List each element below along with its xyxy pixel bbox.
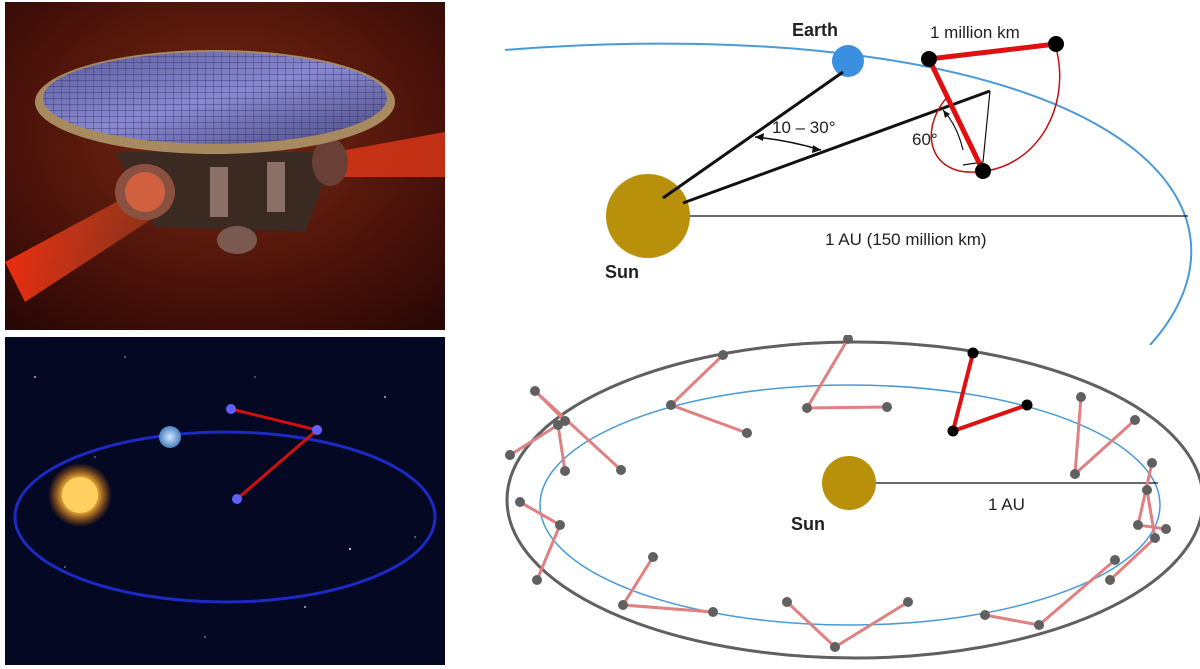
orbit-ellipse bbox=[13, 430, 437, 604]
sun-earth-line bbox=[662, 70, 844, 200]
orbit-overview-diagram: Sun 1 AU bbox=[455, 335, 1200, 669]
triangle-angle-label: 60° bbox=[912, 130, 938, 149]
angle-label: 10 – 30° bbox=[772, 118, 836, 137]
laser-beam-right bbox=[335, 132, 445, 177]
distance-label: 1 AU bbox=[988, 495, 1025, 514]
arm-arc-right bbox=[974, 51, 1061, 173]
geometry-diagram: Earth Sun 10 – 30° 1 million km 60° 1 AU… bbox=[455, 0, 1200, 345]
laser-beam-left bbox=[5, 192, 155, 302]
outer-ellipse bbox=[505, 340, 1200, 660]
distance-label: 1 AU (150 million km) bbox=[825, 230, 987, 249]
earth-glow bbox=[159, 426, 181, 448]
sun-label: Sun bbox=[605, 262, 639, 282]
earth-orbit bbox=[504, 42, 1193, 345]
earth-orbit bbox=[539, 384, 1161, 626]
arm-arc-left bbox=[930, 94, 976, 173]
orbit-space-rendering bbox=[5, 337, 445, 665]
earth-label: Earth bbox=[792, 20, 838, 40]
earth bbox=[832, 45, 864, 77]
sun-constellation-line bbox=[682, 89, 991, 205]
sun-label: Sun bbox=[791, 514, 825, 534]
current-constellation bbox=[950, 352, 1028, 435]
sun bbox=[822, 456, 876, 510]
arm-length-label: 1 million km bbox=[930, 23, 1020, 42]
spacecraft-illustration bbox=[5, 2, 445, 330]
